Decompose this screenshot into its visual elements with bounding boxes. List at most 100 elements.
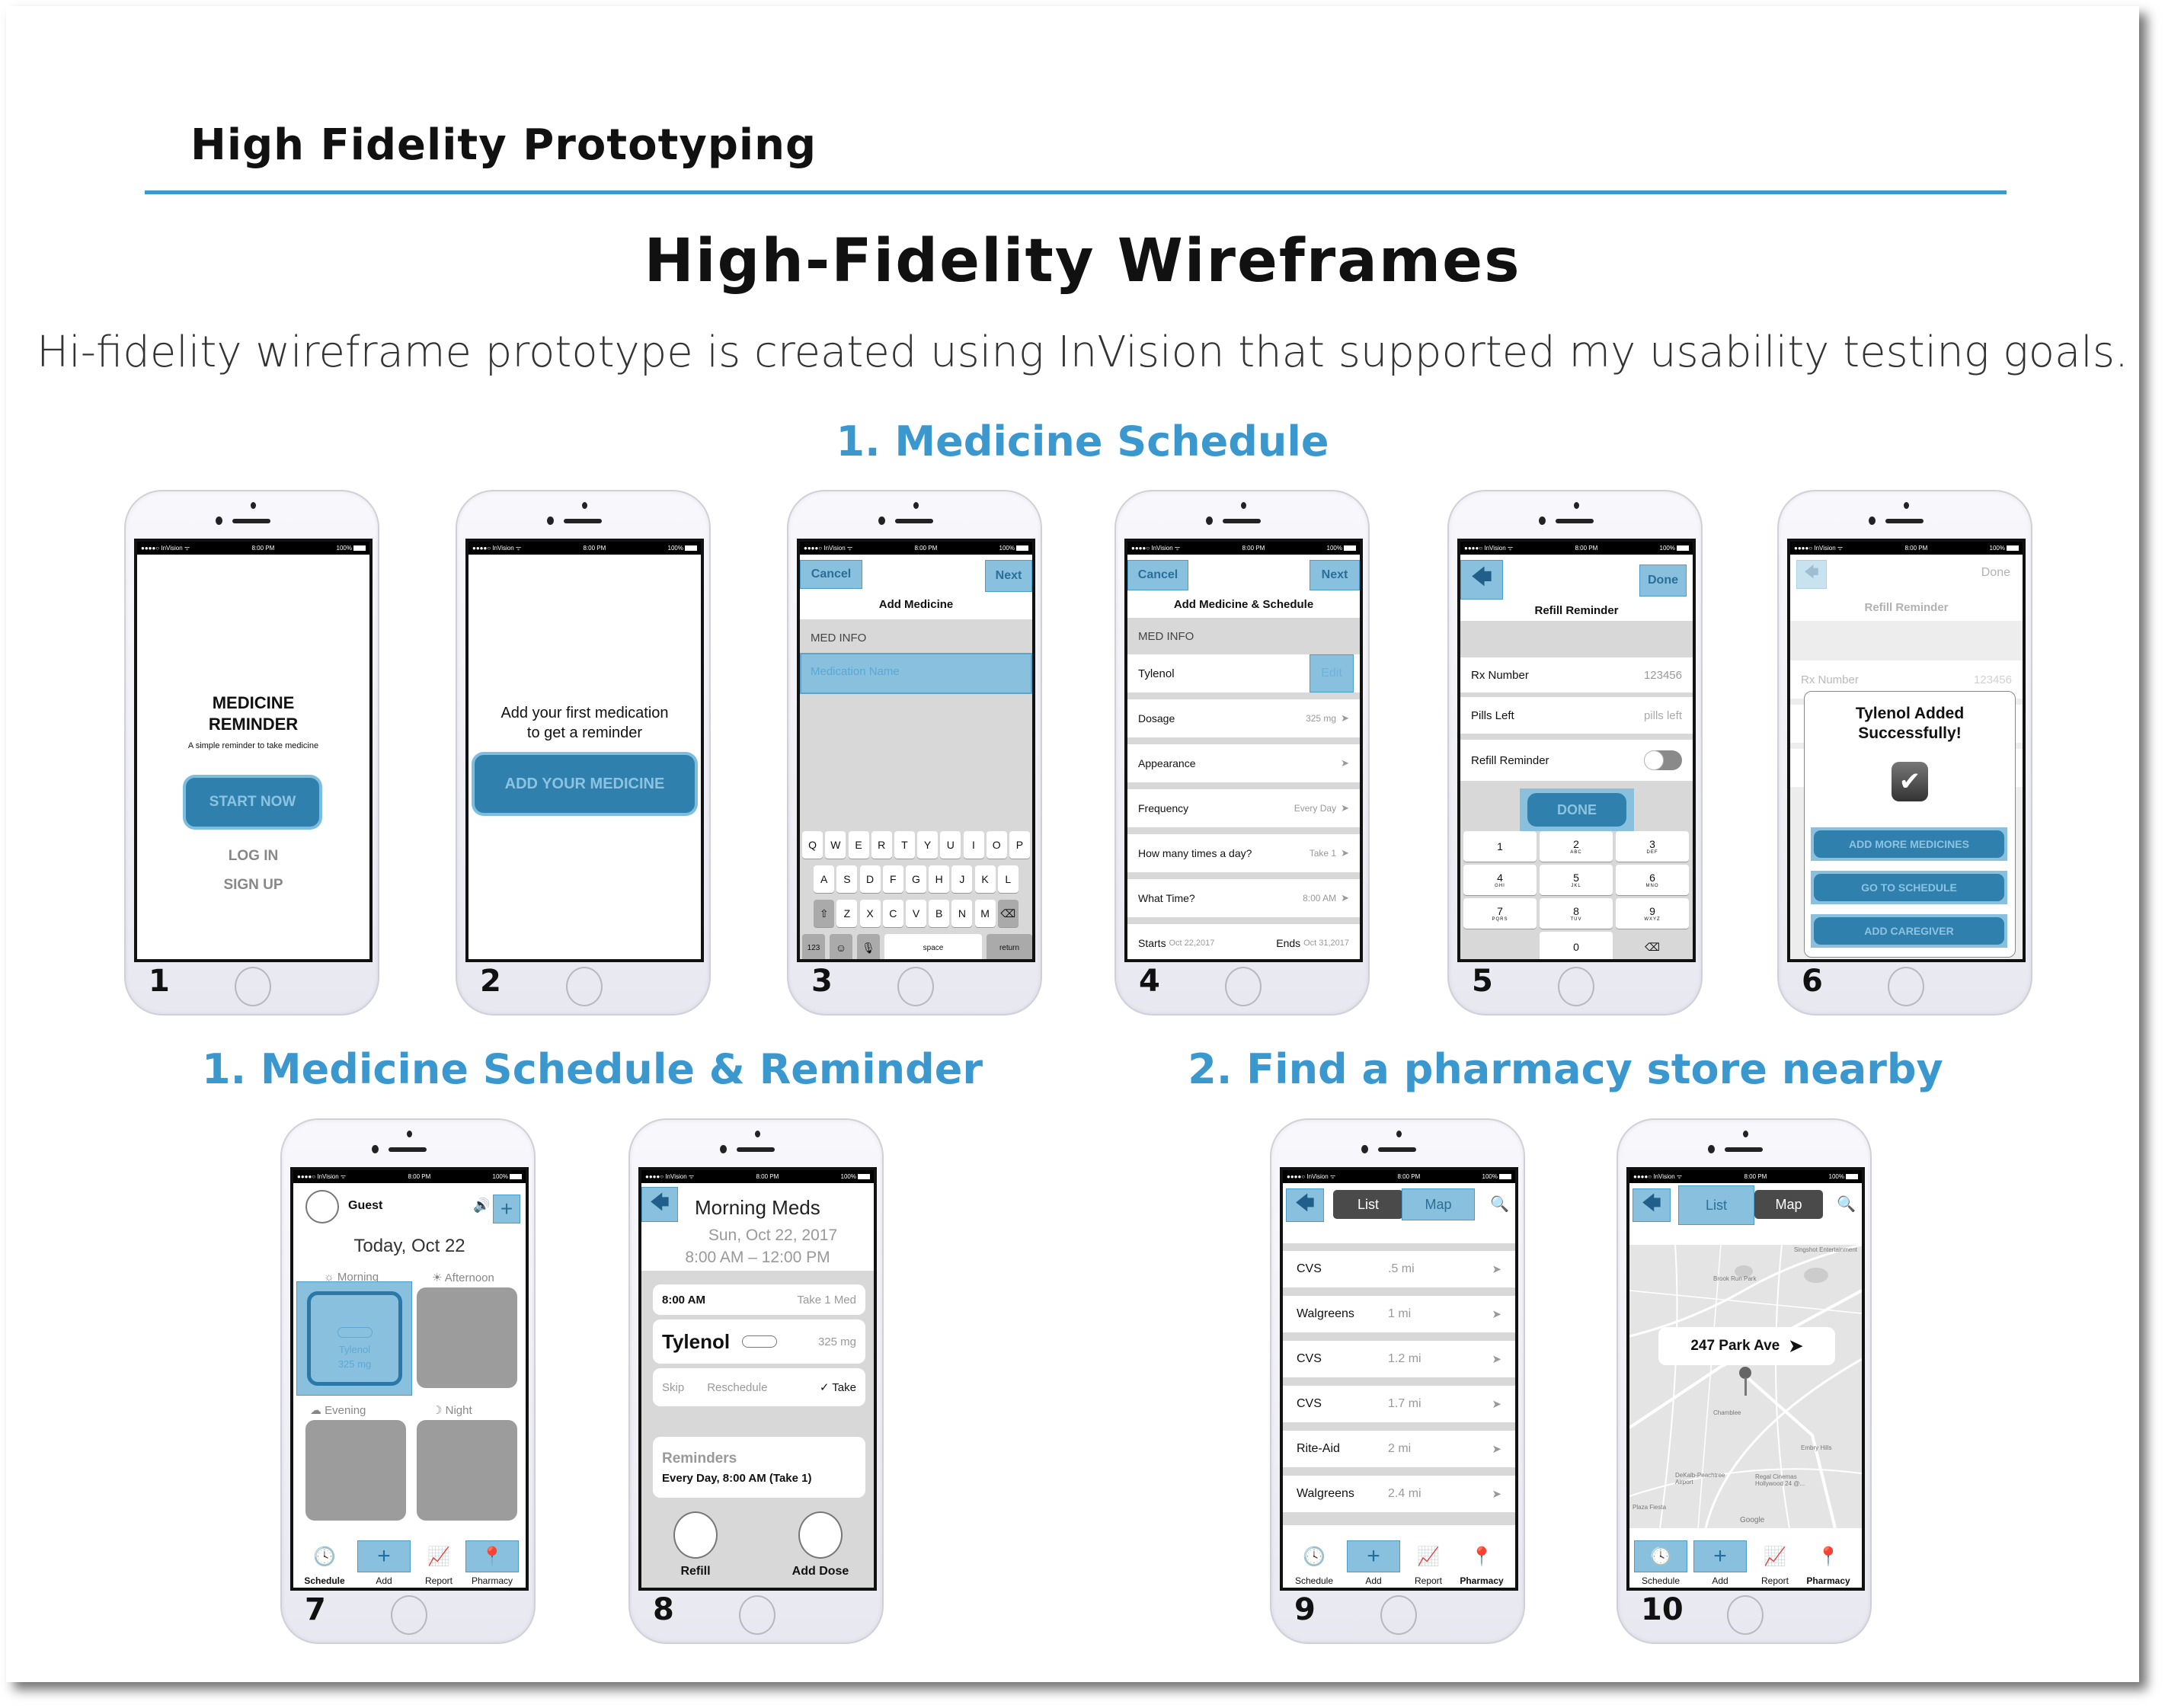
keyboard-key[interactable]: P [1009,831,1030,859]
go-to-schedule-button[interactable]: GO TO SCHEDULE [1811,871,2007,904]
map-tab[interactable]: Map [1402,1188,1475,1220]
keyboard-key[interactable]: O [986,831,1007,859]
reschedule-button[interactable]: Reschedule [707,1380,768,1394]
pharmacy-list-item[interactable]: CVS.5 mi➤ [1283,1251,1515,1287]
afternoon-slot[interactable] [417,1287,517,1388]
settings-row[interactable]: Appearance➤ [1127,744,1360,782]
keyboard-key[interactable]: X [859,900,881,927]
back-arrow-icon[interactable]: 🡄 [1633,1188,1671,1222]
keyboard-key[interactable]: R [871,831,892,859]
skip-button[interactable]: Skip [662,1380,685,1394]
keyboard-key[interactable]: ⇧ [814,900,835,927]
keyboard-key[interactable]: N [951,900,973,927]
keyboard-key[interactable]: C [882,900,903,927]
tab-schedule[interactable]: 🕓Schedule [1634,1540,1687,1588]
tab-report[interactable]: 📈Report [1402,1540,1455,1588]
tab-schedule[interactable]: 🕓Schedule [1287,1540,1341,1588]
add-more-medicines-button[interactable]: ADD MORE MEDICINES [1811,827,2007,861]
keyboard-key[interactable]: K [974,865,996,893]
keyboard-key[interactable]: S [836,865,858,893]
edit-button[interactable]: Edit [1310,654,1354,692]
keyboard-key[interactable]: U [940,831,961,859]
avatar[interactable] [305,1190,339,1223]
add-caregiver-button[interactable]: ADD CAREGIVER [1811,914,2007,948]
done-button[interactable]: Done [1639,565,1687,597]
keyboard-key[interactable]: B [929,900,950,927]
keyboard-key[interactable]: J [951,865,973,893]
keyboard-key[interactable]: return [987,934,1032,959]
night-slot[interactable] [417,1420,517,1521]
tab-add[interactable]: +Add [357,1540,411,1588]
keyboard-key[interactable]: V [906,900,926,927]
medication-name-input[interactable]: Medication Name [800,653,1032,694]
next-button[interactable]: Next [985,560,1032,592]
evening-slot[interactable] [305,1420,406,1521]
add-your-medicine-button[interactable]: ADD YOUR MEDICINE [475,755,695,813]
log-in-link[interactable]: LOG IN [228,848,279,864]
cancel-button[interactable]: Cancel [800,560,862,589]
keyboard-key[interactable]: Y [917,831,939,859]
keyboard-key[interactable]: H [929,865,950,893]
settings-row[interactable]: What Time?8:00 AM➤ [1127,879,1360,917]
tab-report[interactable]: 📈Report [412,1540,465,1588]
keyboard-key[interactable]: I [963,831,984,859]
keyboard-key[interactable]: T [894,831,915,859]
tab-pharmacy[interactable]: 📍Pharmacy [465,1540,519,1588]
add-dose-button[interactable] [798,1511,843,1559]
next-button[interactable]: Next [1310,560,1360,590]
back-arrow-icon[interactable]: 🡄 [641,1187,678,1222]
list-tab[interactable]: List [1333,1190,1403,1219]
keyboard-key[interactable]: E [848,831,869,859]
keyboard-key[interactable]: Z [836,900,858,927]
refill-button[interactable] [673,1511,718,1559]
keyboard-key[interactable]: M [974,900,996,927]
keyboard-key[interactable]: Q [802,831,823,859]
search-icon[interactable]: 🔍 [1837,1196,1856,1213]
keyboard-key[interactable]: 123 [802,934,825,959]
tab-schedule[interactable]: 🕓Schedule [298,1540,351,1588]
start-now-button[interactable]: START NOW [186,778,319,827]
keypad-key[interactable]: ⌫ [1645,940,1660,953]
keyboard-key[interactable]: G [906,865,926,893]
list-tab[interactable]: List [1678,1185,1754,1225]
map-view[interactable]: Singshot Entertainment Brook Run Park Ch… [1629,1245,1862,1528]
keyboard-key[interactable]: L [997,865,1019,893]
search-icon[interactable]: 🔍 [1490,1196,1509,1213]
keypad-key[interactable]: 1 [1463,831,1537,862]
date-range-row[interactable]: Starts Oct 22,2017 Ends Oct 31,2017 [1127,924,1360,959]
keyboard-key[interactable]: F [882,865,903,893]
address-callout[interactable]: 247 Park Ave➤ [1658,1327,1835,1365]
sign-up-link[interactable]: SIGN UP [223,877,283,893]
back-arrow-icon[interactable]: 🡄 [1286,1188,1324,1222]
keyboard-key[interactable]: 🎙 [857,934,880,959]
done-keypad-button[interactable]: DONE [1527,793,1626,827]
add-plus-icon[interactable]: + [493,1195,520,1223]
speaker-icon[interactable]: 🔊 [473,1198,491,1213]
keypad-key[interactable]: 0 [1540,932,1613,959]
tab-pharmacy[interactable]: 📍Pharmacy [1455,1540,1508,1588]
take-button[interactable]: ✓ Take [819,1381,856,1394]
settings-row[interactable]: How many times a day?Take 1➤ [1127,834,1360,872]
keyboard-key[interactable]: A [814,865,835,893]
location-pin-icon[interactable] [1739,1367,1751,1379]
keyboard-key[interactable]: ⌫ [997,900,1019,927]
cancel-button[interactable]: Cancel [1127,560,1188,590]
map-tab[interactable]: Map [1754,1190,1823,1219]
keyboard-key[interactable]: ☺ [830,934,852,959]
